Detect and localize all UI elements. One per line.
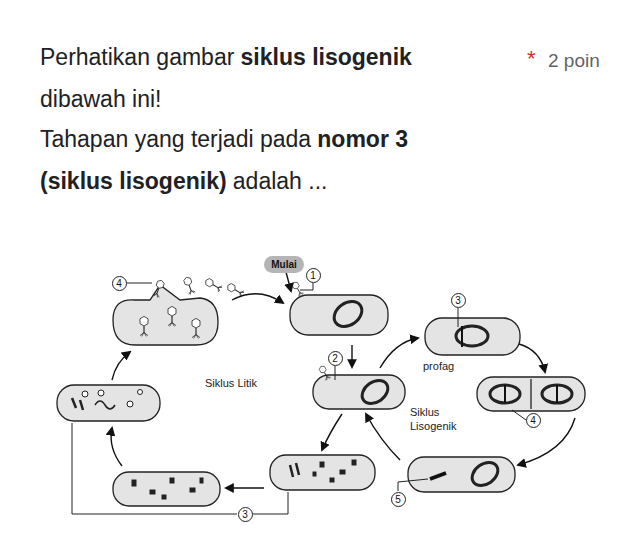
question-text: dibawah ini! bbox=[40, 86, 161, 112]
callout-number: 2 bbox=[328, 351, 343, 366]
node-text: Mulai bbox=[271, 259, 297, 270]
leader-lines bbox=[72, 282, 526, 514]
node-text: 3 bbox=[242, 509, 248, 520]
cycle-arrows bbox=[111, 272, 575, 488]
callout-number: 3 bbox=[238, 507, 253, 522]
cycle-label: Siklus Lisogenik bbox=[410, 405, 474, 433]
callout-number: 4 bbox=[112, 276, 127, 291]
node-text: 1 bbox=[310, 270, 316, 281]
question-text: nomor 3 bbox=[317, 126, 408, 152]
question-text: siklus lisogenik bbox=[241, 44, 412, 70]
callout-number: 1 bbox=[306, 268, 321, 283]
node-text: 2 bbox=[332, 353, 338, 364]
dna-fragments bbox=[72, 390, 356, 500]
question-line: (siklus lisogenik)adalah ... bbox=[40, 167, 334, 195]
question-text: (siklus lisogenik) bbox=[40, 168, 227, 194]
node-text: 5 bbox=[395, 494, 401, 505]
question-line: Tahapan yang terjadi padanomor 3 bbox=[40, 125, 414, 153]
question-text: Perhatikan gambar bbox=[40, 44, 234, 70]
node-text: 4 bbox=[530, 415, 536, 426]
question-line: dibawah ini! bbox=[40, 85, 168, 113]
bacteria-cells bbox=[57, 285, 585, 506]
part-label: profag bbox=[423, 359, 454, 373]
question-text: adalah ... bbox=[233, 168, 328, 194]
start-badge: Mulai bbox=[264, 256, 304, 273]
bacteriophages bbox=[140, 276, 331, 381]
question-text: Tahapan yang terjadi pada bbox=[40, 126, 311, 152]
callout-number: 3 bbox=[451, 293, 466, 308]
bacterial-dna bbox=[329, 296, 572, 490]
point-value: 2 poin bbox=[548, 48, 600, 73]
cycle-label: Siklus Litik bbox=[205, 376, 257, 390]
callout-number: 4 bbox=[526, 413, 541, 428]
node-text: 3 bbox=[455, 295, 461, 306]
required-mark: * bbox=[527, 44, 536, 73]
node-text: 4 bbox=[116, 278, 122, 289]
question-line: Perhatikan gambar siklus lisogenik bbox=[40, 43, 418, 71]
callout-number: 5 bbox=[391, 492, 406, 507]
prophage-insert bbox=[430, 326, 557, 479]
